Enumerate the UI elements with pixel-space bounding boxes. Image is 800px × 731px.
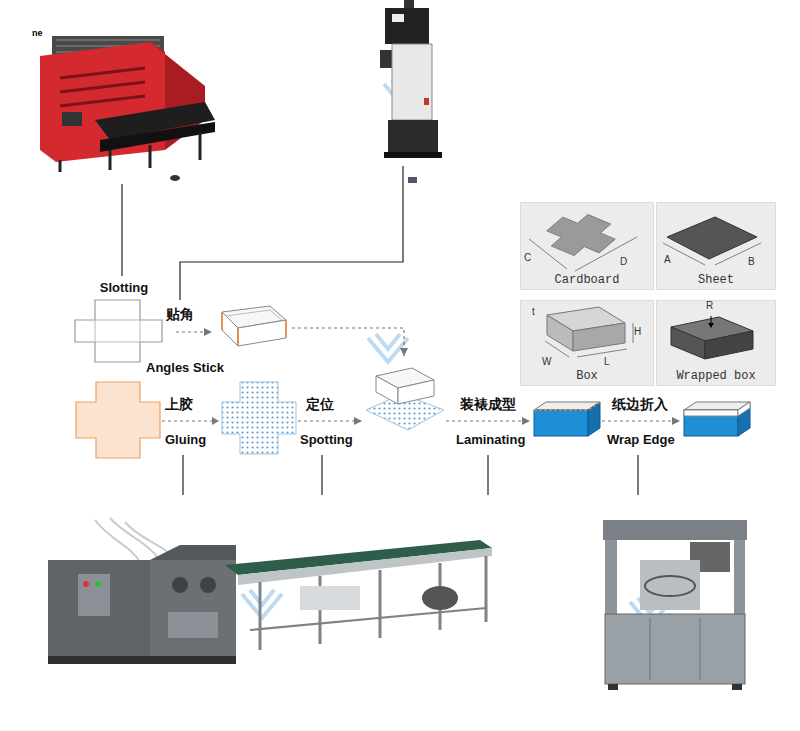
step-label: Slotting [72, 280, 176, 295]
reference-panel: Sheet [656, 202, 776, 290]
step-label: Wrap Edge [607, 432, 675, 447]
process-step: Slotting [72, 280, 176, 364]
text-fragment: ne [32, 27, 43, 39]
step-label: Gluing [165, 432, 206, 447]
panel-caption: Wrapped box [657, 369, 775, 383]
step-illustration [530, 398, 602, 438]
slotting-machine [40, 36, 215, 181]
process-step: 上胶Gluing [220, 380, 298, 456]
process-step: 装裱成型Laminating [530, 398, 602, 438]
step-label: Laminating [456, 432, 525, 447]
process-step: 定位Spotting [362, 356, 446, 440]
flow-arrow [298, 420, 362, 421]
panel-caption: Cardboard [521, 273, 653, 287]
step-label: 纸边折入 [612, 396, 668, 412]
gluing-machine [48, 518, 492, 664]
corner-pasting-machine [380, 0, 442, 183]
step-label: 上胶 [165, 396, 193, 412]
step-illustration [680, 398, 752, 438]
step-illustration [362, 356, 446, 440]
process-step: 纸边折入Wrap Edge [680, 398, 752, 438]
step-label: Angles Stick [146, 360, 224, 375]
flow-arrow [446, 420, 530, 421]
process-step: 贴角Angles Stick [212, 302, 292, 358]
step-label: 贴角 [166, 306, 194, 322]
step-illustration [212, 302, 292, 358]
panel-caption: Sheet [657, 273, 775, 287]
step-label: Spotting [300, 432, 353, 447]
step-label: 定位 [306, 396, 334, 412]
cardboard-blank [76, 382, 219, 458]
step-label: 装裱成型 [460, 396, 516, 412]
step-illustration [220, 380, 298, 456]
flow-arrow [292, 328, 404, 356]
flow-arrow [602, 420, 680, 421]
reference-panel: Cardboard [520, 202, 654, 290]
panel-caption: Box [521, 369, 653, 383]
box-forming-machine [603, 520, 747, 690]
flow-arrow [176, 331, 212, 332]
reference-panel: Box [520, 300, 654, 386]
reference-panel: Wrapped box [656, 300, 776, 386]
